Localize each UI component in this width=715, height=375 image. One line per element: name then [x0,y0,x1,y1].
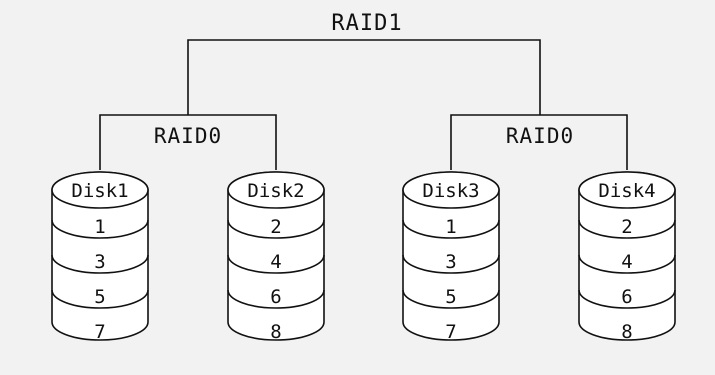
disk-2-separator [227,289,325,309]
disk-4-name: Disk4 [598,180,655,202]
disk-3-block: 5 [445,286,456,308]
raid1-label-bg [325,8,410,36]
disk-3-separator [402,219,500,239]
disk-4-separator [578,254,676,274]
disk-4-block: 2 [621,216,632,238]
disk-1-top [51,171,149,209]
disk-4-block: 4 [621,251,632,273]
disk-2-name: Disk2 [247,180,304,202]
disk-cylinder-3: Disk3 1 3 5 7 [402,171,500,343]
raid0-left-label-bg [148,121,228,149]
disk-1-separator [51,219,149,239]
disk-1-separator [51,254,149,274]
disk-2-separator [227,254,325,274]
disk-cylinder-1: Disk1 1 3 5 7 [51,171,149,343]
disk-4-separator [578,219,676,239]
disk-1-block: 3 [94,251,105,273]
disk-1-block: 5 [94,286,105,308]
disk-4-block: 6 [621,286,632,308]
disk-2-block: 4 [270,251,281,273]
disk-2-block: 6 [270,286,281,308]
disk-3-name: Disk3 [422,180,479,202]
raid1-connector-line [187,39,541,75]
disk-2-separator [227,219,325,239]
disk-3-separator [402,289,500,309]
disk-3-top [402,171,500,209]
disk-2-block: 8 [270,321,281,343]
raid0-right-label: RAID0 [506,124,574,148]
raid0-right-label-bg [500,121,580,149]
raid1-label: RAID1 [331,11,402,36]
raid0-left-label: RAID0 [154,124,222,148]
disk-2-block: 2 [270,216,281,238]
disk-3-separator [402,254,500,274]
disk-4-top [578,171,676,209]
disk-1-separator [51,289,149,309]
raid0-right-connector-line [450,114,628,170]
raid0-left-connector [99,75,277,170]
disk-3-block: 1 [445,216,456,238]
disk-4-block: 8 [621,321,632,343]
disk-2-top [227,171,325,209]
disk-cylinder-4: Disk4 2 4 6 8 [578,171,676,343]
disk-3-block: 7 [445,321,456,343]
disk-4-separator [578,289,676,309]
disk-1-name: Disk1 [71,180,128,202]
disk-1-block: 7 [94,321,105,343]
raid0-right-connector [450,75,628,170]
disk-1-block: 1 [94,216,105,238]
disk-cylinder-2: Disk2 2 4 6 8 [227,171,325,343]
raid1-connector [187,39,541,75]
disk-3-block: 3 [445,251,456,273]
